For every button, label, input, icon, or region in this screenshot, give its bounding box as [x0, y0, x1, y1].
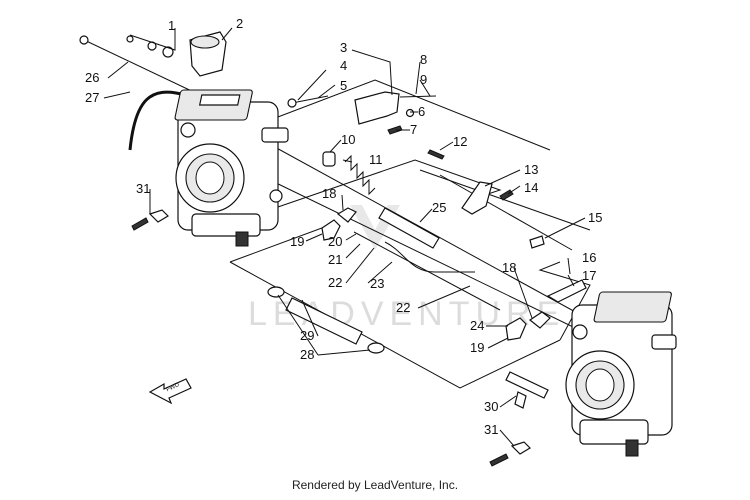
- callout-6: 6: [418, 104, 425, 119]
- shafts: [79, 35, 601, 341]
- callout-23: 23: [370, 276, 384, 291]
- callout-19-lower: 19: [470, 340, 484, 355]
- small-parts: [126, 31, 587, 467]
- callout-9: 9: [420, 72, 427, 87]
- callout-3: 3: [340, 40, 347, 55]
- callout-16: 16: [582, 250, 596, 265]
- callout-21: 21: [328, 252, 342, 267]
- callout-30: 30: [484, 399, 498, 414]
- callout-numbers: 1 2 3 4 5 8 9 26 27 6 7 12 10 11 13 14 3…: [85, 16, 602, 437]
- callout-26: 26: [85, 70, 99, 85]
- callout-25: 25: [432, 200, 446, 215]
- callout-1: 1: [168, 18, 175, 33]
- callout-27: 27: [85, 90, 99, 105]
- choke-cable: [128, 90, 186, 151]
- callout-29: 29: [300, 328, 314, 343]
- callout-22-right: 22: [396, 300, 410, 315]
- callout-13: 13: [524, 162, 538, 177]
- callout-7: 7: [410, 122, 417, 137]
- callout-15: 15: [588, 210, 602, 225]
- callout-28: 28: [300, 347, 314, 362]
- callout-5: 5: [340, 78, 347, 93]
- callout-14: 14: [524, 180, 538, 195]
- callout-17: 17: [582, 268, 596, 283]
- leader-lines: [103, 27, 586, 447]
- callout-24: 24: [470, 318, 484, 333]
- diagram-caption: Rendered by LeadVenture, Inc.: [291, 478, 459, 492]
- callout-11: 11: [369, 152, 383, 167]
- callout-22-left: 22: [328, 275, 342, 290]
- callout-20: 20: [328, 234, 342, 249]
- right-carburetor: [565, 291, 677, 457]
- fwd-label: FWD: [166, 382, 182, 393]
- callout-19-upper: 19: [290, 234, 304, 249]
- fwd-arrow: FWD: [148, 378, 192, 405]
- callout-4: 4: [340, 58, 347, 73]
- callout-31-right: 31: [484, 422, 498, 437]
- callout-18-upper: 18: [322, 186, 336, 201]
- callout-8: 8: [420, 52, 427, 67]
- callout-31-left: 31: [136, 181, 150, 196]
- callout-18-lower: 18: [502, 260, 516, 275]
- callout-2: 2: [236, 16, 243, 31]
- callout-12: 12: [453, 134, 467, 149]
- callout-10: 10: [341, 132, 355, 147]
- left-carburetor: [174, 89, 289, 247]
